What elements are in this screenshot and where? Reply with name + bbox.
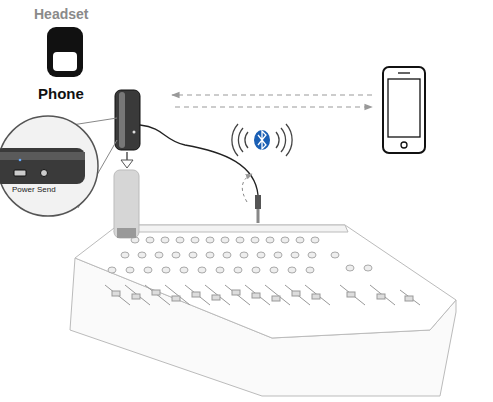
bluetooth-receiver — [115, 90, 140, 150]
smartphone — [383, 67, 425, 153]
audio-jack — [255, 195, 261, 223]
send-arrow — [175, 106, 372, 107]
plug-arrowhead — [121, 160, 133, 168]
port-label: Power — [12, 186, 35, 195]
audio-cable — [140, 125, 258, 195]
inset-magnifier — [0, 116, 117, 216]
receive-arrow — [172, 94, 372, 95]
mixer-console — [70, 225, 456, 396]
bluetooth-symbol — [232, 124, 292, 156]
port-label: Send — [37, 186, 56, 195]
connect-arrow — [242, 174, 252, 202]
switch-label: Headset — [34, 7, 88, 22]
receiver-ghost — [114, 170, 139, 238]
mode-switch — [47, 27, 83, 77]
switch-label: Phone — [38, 86, 84, 103]
